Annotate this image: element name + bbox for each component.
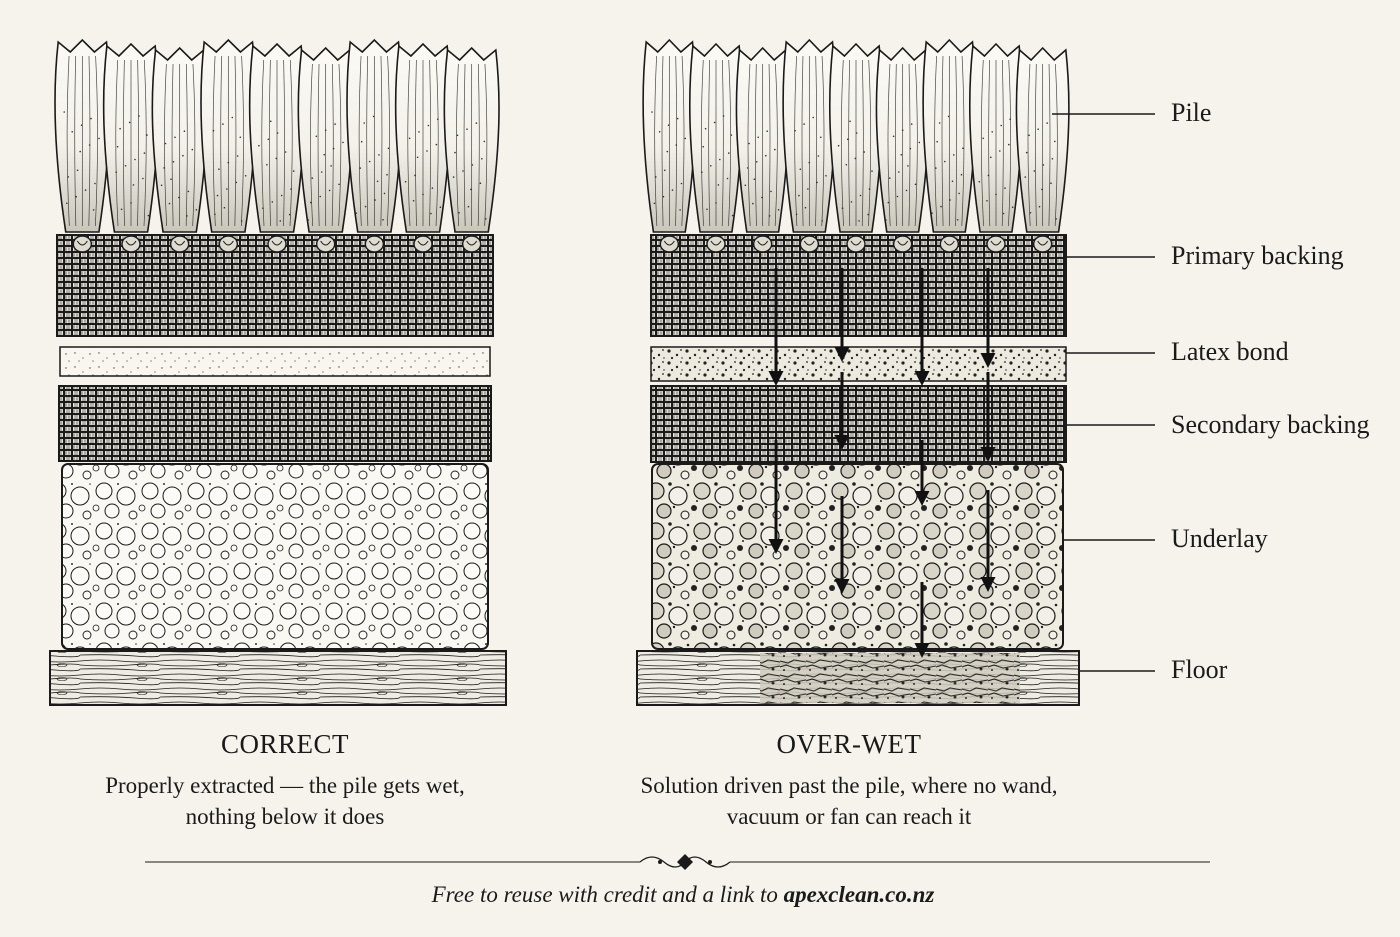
tuft-knot <box>706 235 726 253</box>
pile-tuft-knots <box>659 235 1053 253</box>
wet-floor-patch <box>760 653 1020 703</box>
tuft-knot <box>752 235 773 253</box>
tuft-knot <box>72 235 93 253</box>
correct-panel-description-line2: nothing below it does <box>185 804 385 829</box>
tuft-knot <box>364 235 385 253</box>
tuft-knot <box>659 235 680 253</box>
tuft-knot <box>1032 235 1053 253</box>
floor-label: Floor <box>1171 655 1228 684</box>
footer-credit: Free to reuse with credit and a link to … <box>0 882 1366 908</box>
secondary-backing-layer <box>650 385 1067 463</box>
tuft-knot <box>846 235 866 253</box>
correct-panel-description-line1: Properly extracted — the pile gets wet, <box>105 773 465 798</box>
tuft-knot <box>218 235 239 253</box>
over-wet-panel-description-line2: vacuum or fan can reach it <box>726 804 972 829</box>
footer-link[interactable]: apexclean.co.nz <box>783 882 935 907</box>
footer-credit-text: Free to reuse with credit and a link to <box>431 882 784 907</box>
pile-label: Pile <box>1171 98 1212 127</box>
floor-layer <box>49 650 507 706</box>
tuft-knot <box>169 235 190 253</box>
layer-leader-lines <box>1052 113 1155 672</box>
tuft-knot <box>461 235 482 253</box>
tuft-knot <box>892 235 913 253</box>
pile-layer <box>54 38 500 233</box>
tuft-knot <box>799 235 820 253</box>
tuft-knot <box>986 235 1006 253</box>
over-wet-panel-description-line1: Solution driven past the pile, where no … <box>640 773 1058 798</box>
tuft-knot <box>267 235 287 253</box>
over-wet-panel-illustration <box>636 38 1080 706</box>
tuft-knot <box>413 235 433 253</box>
correct-panel-illustration <box>49 38 507 706</box>
latex-bond-layer <box>650 346 1067 382</box>
moisture-penetration-arrows <box>768 268 996 658</box>
underlay-layer <box>651 463 1064 650</box>
tuft-knot <box>121 235 141 253</box>
over-wet-panel-title: OVER-WET <box>776 729 922 759</box>
footer-divider-ornament <box>145 854 1210 870</box>
latex-bond-layer <box>59 346 491 377</box>
tuft-knot <box>939 235 960 253</box>
correct-panel-title: CORRECT <box>220 729 350 759</box>
latex-bond-label: Latex bond <box>1171 337 1289 366</box>
secondary-backing-layer <box>58 385 492 462</box>
underlay-label: Underlay <box>1171 524 1268 553</box>
pile-tuft-knots <box>72 235 482 253</box>
underlay-layer <box>61 463 489 650</box>
tuft-knot <box>315 235 336 253</box>
secondary-backing-label: Secondary backing <box>1171 410 1370 439</box>
pile-layer <box>642 38 1070 233</box>
primary-backing-label: Primary backing <box>1171 241 1344 270</box>
